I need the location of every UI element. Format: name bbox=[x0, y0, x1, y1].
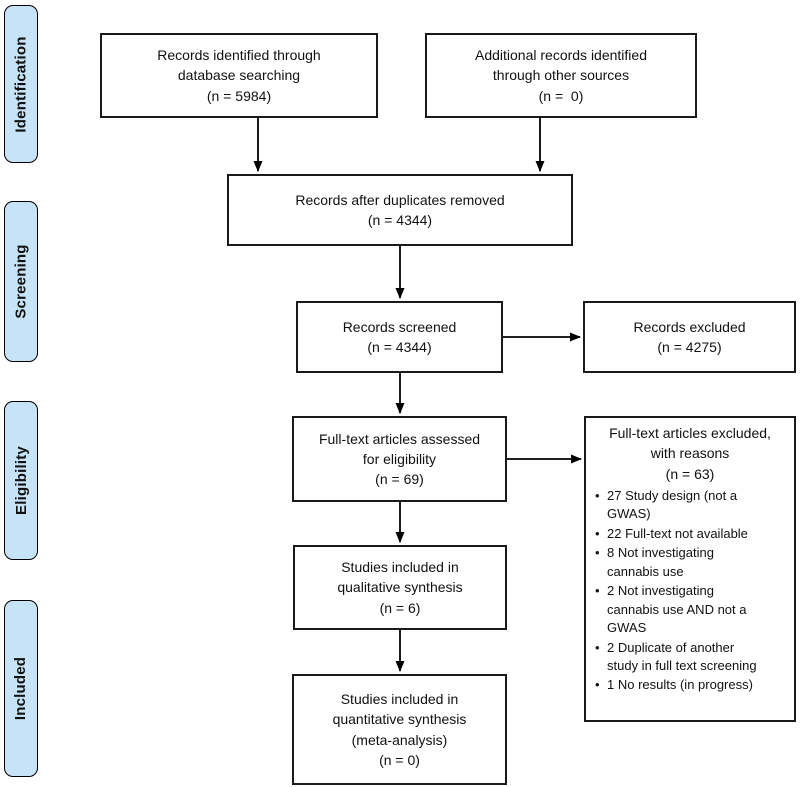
stage-screening: Screening bbox=[4, 201, 38, 362]
exclusion-reason-item: 1 No results (in progress) bbox=[593, 676, 787, 695]
box-qualitative-synthesis-text: Studies included in qualitative synthesi… bbox=[337, 559, 463, 616]
box-additional-records: Additional records identified through ot… bbox=[425, 33, 697, 118]
exclusion-reason-item: 8 Not investigating cannabis use bbox=[593, 544, 787, 581]
stage-eligibility-label: Eligibility bbox=[12, 446, 30, 515]
exclusion-reason-item: 22 Full-text not available bbox=[593, 525, 787, 544]
stage-identification-label: Identification bbox=[12, 35, 30, 133]
box-fulltext-excluded: Full-text articles excluded, with reason… bbox=[584, 416, 796, 722]
stage-screening-label: Screening bbox=[12, 244, 30, 319]
box-records-excluded-text: Records excluded (n = 4275) bbox=[633, 318, 746, 355]
box-quantitative-synthesis: Studies included in quantitative synthes… bbox=[292, 674, 507, 785]
box-fulltext-assessed: Full-text articles assessed for eligibil… bbox=[292, 416, 507, 502]
box-records-excluded: Records excluded (n = 4275) bbox=[583, 301, 796, 373]
box-records-screened-text: Records screened (n = 4344) bbox=[342, 318, 457, 355]
stage-included-label: Included bbox=[12, 656, 30, 721]
box-records-identified-text: Records identified through database sear… bbox=[157, 47, 321, 104]
box-after-duplicates-text: Records after duplicates removed (n = 43… bbox=[295, 191, 505, 228]
exclusion-reason-item: 2 Duplicate of another study in full tex… bbox=[593, 639, 787, 676]
box-after-duplicates: Records after duplicates removed (n = 43… bbox=[227, 174, 573, 246]
exclusion-reason-item: 27 Study design (not a GWAS) bbox=[593, 487, 787, 524]
box-additional-records-text: Additional records identified through ot… bbox=[475, 47, 647, 104]
box-quantitative-synthesis-text: Studies included in quantitative synthes… bbox=[332, 690, 467, 768]
box-fulltext-assessed-text: Full-text articles assessed for eligibil… bbox=[318, 430, 481, 488]
box-fulltext-excluded-heading: Full-text articles excluded, with reason… bbox=[609, 425, 771, 482]
box-qualitative-synthesis: Studies included in qualitative synthesi… bbox=[293, 545, 507, 630]
exclusion-reason-list: 27 Study design (not a GWAS)22 Full-text… bbox=[593, 487, 787, 695]
box-records-screened: Records screened (n = 4344) bbox=[296, 301, 503, 373]
box-records-identified: Records identified through database sear… bbox=[100, 33, 378, 118]
stage-identification: Identification bbox=[4, 5, 38, 163]
stage-included: Included bbox=[4, 600, 38, 777]
stage-eligibility: Eligibility bbox=[4, 401, 38, 560]
exclusion-reason-item: 2 Not investigating cannabis use AND not… bbox=[593, 582, 787, 637]
